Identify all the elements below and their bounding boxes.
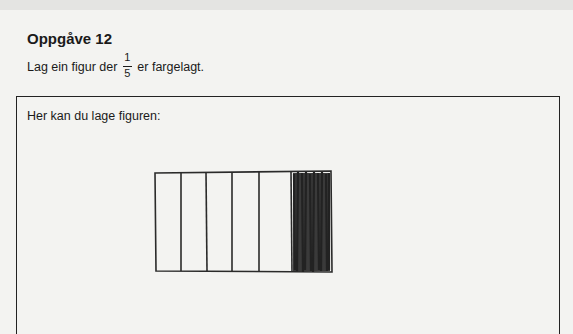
fraction-denominator: 5 [122, 67, 132, 79]
divided-rectangle [155, 171, 332, 272]
instruction-text: Lag ein figur der [27, 60, 117, 74]
answer-box: Her kan du lage figuren: [16, 96, 560, 334]
task-title: Oppgåve 12 [27, 30, 112, 47]
fraction-bar [123, 66, 132, 67]
paper-shadow [0, 0, 573, 10]
shading [293, 172, 330, 272]
box-heading: Her kan du lage figuren: [17, 97, 559, 123]
instruction-text: er fargelagt. [137, 60, 204, 74]
fraction-numerator: 1 [122, 51, 132, 63]
